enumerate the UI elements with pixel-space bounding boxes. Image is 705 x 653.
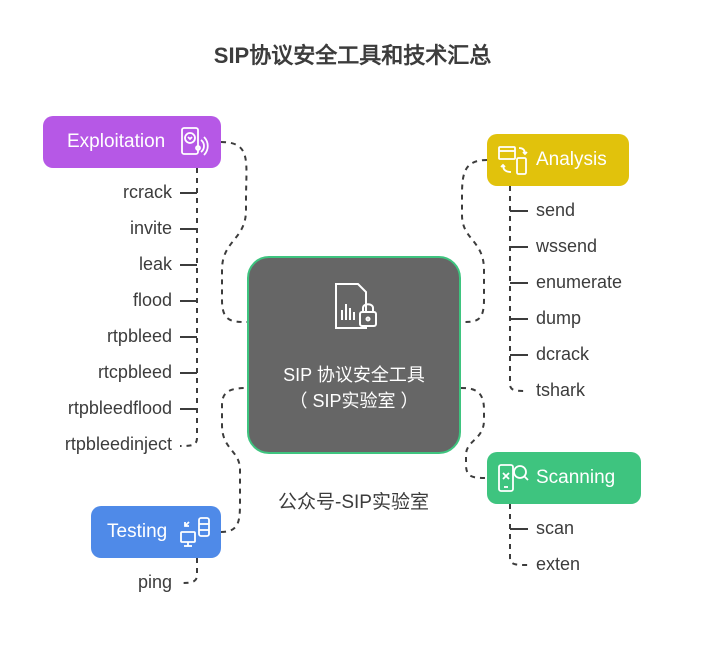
leaf-rtpbleedinject: rtpbleedinject [64,434,172,454]
connector-analysis-leaves [509,186,529,392]
connector-testing-center [220,387,249,533]
node-testing-label: Testing [107,521,168,542]
node-analysis-label: Analysis [536,149,607,170]
leaf-leak: leak [138,254,172,274]
connector-exploitation-center [220,141,249,323]
node-scanning[interactable]: Scanning [487,452,641,504]
center-subtitle: （ SIP实验室 ） [289,391,419,411]
leaf-rcrack: rcrack [123,182,172,202]
sim-card-lock-icon [335,283,377,329]
leaf-ping: ping [137,572,172,592]
leaf-tshark: tshark [536,380,586,400]
connector-scanning-center [460,387,488,479]
connector-scanning-leaves [509,504,529,566]
leaf-dcrack: dcrack [536,344,590,364]
node-scanning-label: Scanning [536,467,616,488]
leaf-scan: scan [536,518,575,538]
watermark-text: 公众号-SIP实验室 [278,492,429,513]
node-testing[interactable]: Testing [91,506,221,558]
phone-search-icon [498,464,529,492]
connector-analysis-center [460,159,488,323]
node-exploitation-label: Exploitation [67,131,166,152]
connector-testing-leaves [179,558,198,584]
leaf-rtcpbleed: rtcpbleed [97,362,172,382]
diagram-title: SIP协议安全工具和技术汇总 [213,43,492,68]
devices-sync-icon [498,146,528,175]
leaf-dump: dump [536,308,582,328]
computer-database-icon [180,517,210,547]
leaf-rtpbleedflood: rtpbleedflood [67,398,172,418]
leaf-send: send [536,200,576,220]
leaf-wssend: wssend [536,236,598,256]
node-exploitation[interactable]: Exploitation [43,116,221,168]
center-title: SIP 协议安全工具 [283,365,425,385]
leaf-exten: exten [536,554,581,574]
center-node[interactable]: SIP 协议安全工具 （ SIP实验室 ） [247,256,461,454]
leaf-enumerate: enumerate [536,272,623,292]
leaf-rtpbleed: rtpbleed [106,326,172,346]
brain-device-icon [181,127,209,156]
node-analysis[interactable]: Analysis [487,134,629,186]
leaf-invite: invite [129,218,172,238]
connector-exploitation-leaves [179,168,198,447]
leaf-flood: flood [132,290,172,310]
